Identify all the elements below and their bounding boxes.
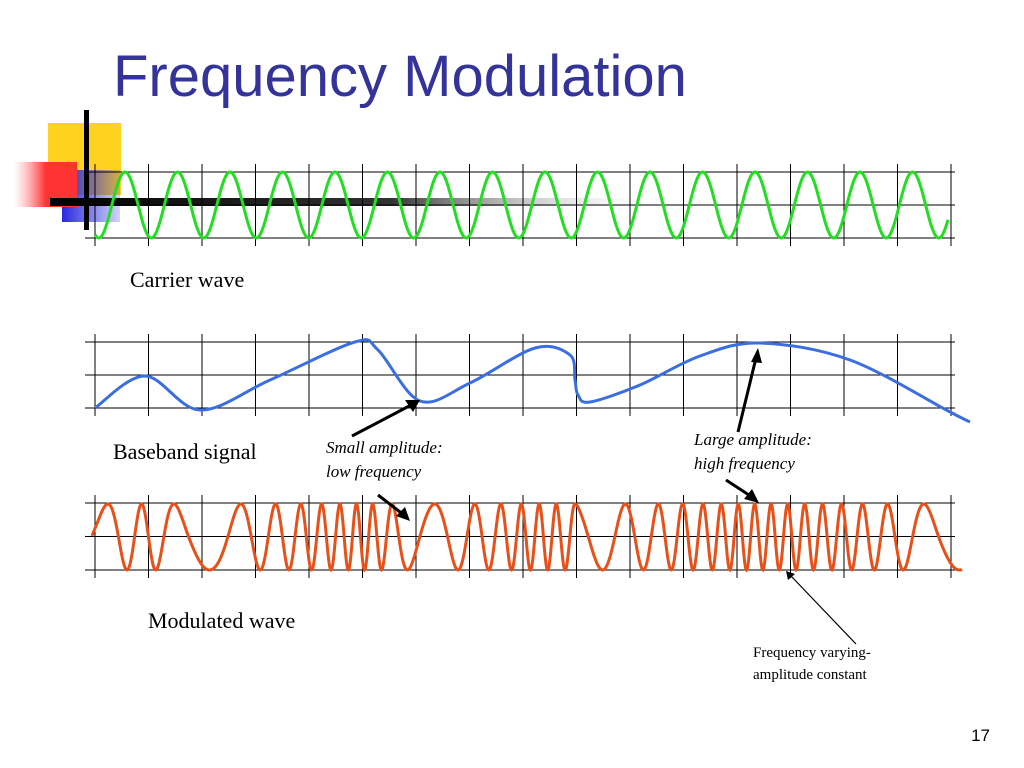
baseband-signal-line [94,338,971,424]
annotation-arrows [351,348,857,645]
arrow-frequency-varying [790,575,857,645]
arrowhead-large-amplitude-up [751,348,762,363]
large-amplitude-line1: Large amplitude: [694,430,812,449]
page-number: 17 [971,726,990,745]
baseband-signal-label: Baseband signal [113,439,257,464]
modulated-wave-label: Modulated wave [148,608,296,633]
baseband-grid [85,334,955,416]
arrowhead-small-amplitude-down [396,507,410,521]
frequency-varying-callout: Frequency varying- amplitude constant [753,643,871,687]
decorative-logo [14,110,670,230]
small-amplitude-note: Small amplitude: low frequency [326,436,443,484]
deco-vertical-bar [84,110,89,230]
arrowhead-small-amplitude-up [405,400,420,412]
large-amplitude-note: Large amplitude: high frequency [694,428,812,476]
small-amplitude-line1: Small amplitude: [326,438,443,457]
slide-title: Frequency Modulation [113,44,687,109]
carrier-wave-label: Carrier wave [130,267,245,292]
arrow-large-amplitude-up [736,357,758,433]
large-amplitude-line2: high frequency [694,453,795,473]
deco-horizontal-bar [50,198,670,206]
small-amplitude-line2: low frequency [326,461,422,481]
carrier-wave-line [93,170,950,240]
modulated-wave-line [90,501,963,573]
frequency-varying-line2: amplitude constant [753,666,867,683]
arrowhead-large-amplitude-down [744,489,759,503]
arrow-large-amplitude-down [725,478,753,499]
arrow-small-amplitude-down [377,493,405,517]
frequency-varying-line1: Frequency varying- [753,645,871,661]
arrowhead-frequency-varying [786,571,795,580]
arrow-small-amplitude-up [351,402,414,438]
